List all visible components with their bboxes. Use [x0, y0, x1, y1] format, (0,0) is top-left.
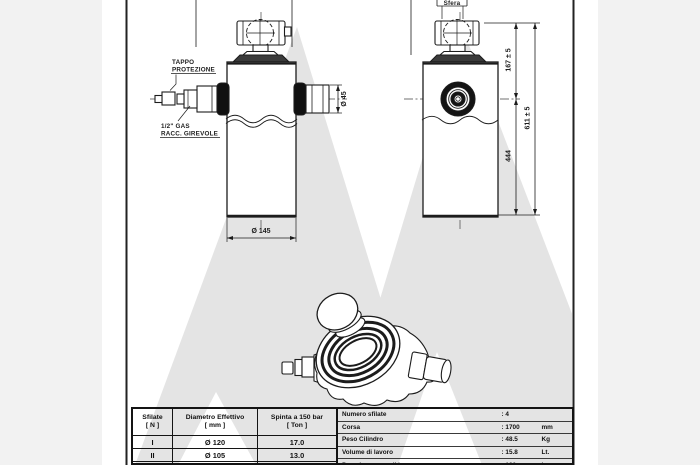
- info-row-volume-di-lavoro: Volume di lavoro : 15.8 Lt.: [338, 447, 572, 460]
- dim-body-height: 444: [506, 150, 513, 162]
- info-row-pressione-max: Pressione max. di lavoro : 180 bar: [338, 459, 572, 463]
- right-port-boot: [293, 82, 307, 116]
- info-row-numero-sfilate: Numero sfilate : 4: [338, 409, 572, 422]
- info-row-corsa: Corsa : 1700 mm: [338, 422, 572, 435]
- front-view-annotations: TAPPO PROTEZIONE 1/2" GAS RACC. GIREVOLE…: [160, 59, 348, 242]
- spec-cell: Ø 120: [173, 436, 258, 448]
- gas-label-line1: 1/2" GAS: [161, 123, 190, 130]
- dim-sphere-height: 167 ± 5: [506, 48, 513, 71]
- spec-cell: II: [133, 449, 173, 461]
- tappo-label-line1: TAPPO: [172, 59, 194, 66]
- sfera-label: Sfera: [444, 0, 461, 7]
- spec-cell: Ø 105: [173, 449, 258, 461]
- spec-cell: I: [133, 436, 173, 448]
- left-port-boot: [216, 82, 230, 116]
- spec-cell: 13.0: [289, 450, 305, 460]
- dim-base-diameter: Ø 145: [251, 228, 270, 235]
- spec-header-diametro: Diametro Effettivo[ mm ]: [173, 409, 258, 435]
- info-row-peso-cilindro: Peso Cilindro : 48.5 Kg: [338, 434, 572, 447]
- gas-label-line2: RACC. GIREVOLE: [161, 131, 218, 138]
- spec-header-sfilate: Sfilate[ N ]: [133, 409, 173, 435]
- side-view-dimensions: 167 ± 5 444 611 ± 5: [484, 22, 540, 216]
- info-table: Numero sfilate : 4 Corsa : 1700 mm Peso …: [338, 407, 574, 465]
- spec-header-spinta: Spinta a 150 bar[ Ton ]: [270, 413, 324, 429]
- spec-cell: Ø 90: [173, 462, 258, 463]
- spec-row-3: III Ø 90 9.5: [133, 462, 336, 463]
- protection-cap: [161, 91, 176, 106]
- dim-total-height: 611 ± 5: [525, 106, 532, 129]
- spec-table: Sfilate[ N ] Diametro Effettivo[ mm ] Sp…: [131, 407, 338, 465]
- spec-cell: III: [133, 462, 173, 463]
- drawing-frame: [125, 0, 575, 465]
- spec-row-1: I Ø 120 17.0: [133, 436, 336, 449]
- front-view-drawing: [150, 0, 347, 229]
- side-view-drawing: [404, 0, 520, 229]
- isometric-view-drawing: [281, 292, 452, 406]
- spec-row-2: II Ø 105 13.0: [133, 449, 336, 462]
- spec-cell: 17.0: [289, 437, 305, 447]
- iso-right-port: [407, 351, 452, 384]
- tappo-label-line2: PROTEZIONE: [172, 67, 215, 74]
- dim-port-diameter: Ø 45: [341, 91, 348, 106]
- iso-ball-end: [316, 292, 366, 338]
- spec-table-header: Sfilate[ N ] Diametro Effettivo[ mm ] Sp…: [133, 409, 336, 436]
